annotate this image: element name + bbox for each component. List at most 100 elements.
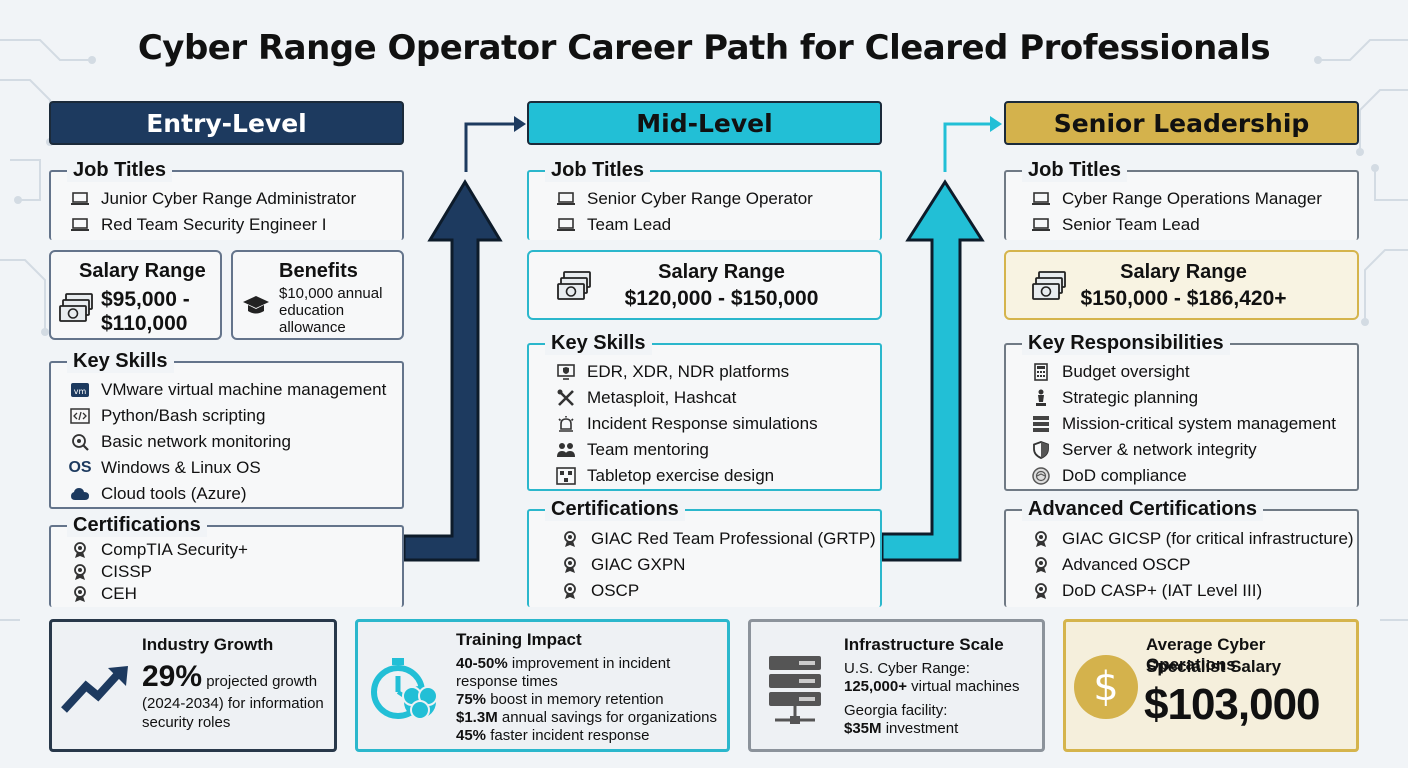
award-icon bbox=[69, 540, 91, 560]
senior-certs-box: Advanced Certifications GIAC GICSP (for … bbox=[1004, 498, 1359, 607]
training-stat-text: improvement in incident bbox=[507, 655, 671, 672]
salary-heading: Salary Range bbox=[1120, 261, 1247, 283]
training-stat-value: $1.3M bbox=[456, 709, 498, 726]
benefits-text-line: allowance bbox=[279, 319, 346, 336]
cert-text: Advanced OSCP bbox=[1062, 555, 1191, 574]
list-item: GIAC GXPN bbox=[559, 552, 876, 578]
list-item: OSCP bbox=[559, 578, 876, 604]
skill-text: Incident Response simulations bbox=[587, 414, 818, 433]
list-item: CISSP bbox=[69, 561, 248, 583]
entry-job-titles-heading: Job Titles bbox=[67, 159, 172, 182]
entry-certs-box: Certifications CompTIA Security+ CISSP C… bbox=[49, 514, 404, 607]
award-icon bbox=[559, 529, 581, 549]
cert-text: OSCP bbox=[591, 581, 640, 600]
training-stat-text: annual savings for organizations bbox=[497, 709, 718, 726]
entry-job-titles-box: Job Titles Junior Cyber Range Administra… bbox=[49, 159, 404, 240]
list-item: Metasploit, Hashcat bbox=[555, 385, 818, 411]
industry-growth-card: Industry Growth 29% projected growth (20… bbox=[49, 619, 337, 752]
list-item: CompTIA Security+ bbox=[69, 539, 248, 561]
list-item: Tabletop exercise design bbox=[555, 463, 818, 489]
shield-icon bbox=[1030, 440, 1052, 460]
server-rack-icon bbox=[765, 652, 825, 737]
salary-value: $120,000 - $150,000 bbox=[624, 287, 819, 310]
training-stat-value: 45% bbox=[456, 727, 487, 744]
entry-benefits-box: Benefits $10,000 annual education allowa… bbox=[231, 250, 404, 340]
benefits-heading: Benefits bbox=[279, 260, 358, 282]
entry-to-mid-arrow bbox=[402, 116, 526, 562]
training-stat-value: 40-50% bbox=[456, 655, 508, 672]
growth-percent: 29% bbox=[142, 660, 203, 693]
senior-job-titles-box: Job Titles Cyber Range Operations Manage… bbox=[1004, 159, 1359, 240]
responsibility-text: Strategic planning bbox=[1062, 388, 1199, 407]
salary-value-line1: $95,000 - bbox=[101, 288, 190, 311]
list-item: EDR, XDR, NDR platforms bbox=[555, 359, 818, 385]
senior-leadership-header: Senior Leadership bbox=[1004, 101, 1359, 145]
calculator-icon bbox=[1030, 362, 1052, 382]
mid-to-senior-arrow bbox=[880, 116, 1002, 562]
list-item: Strategic planning bbox=[1030, 385, 1336, 411]
cash-icon bbox=[555, 270, 593, 309]
svg-text:vm: vm bbox=[74, 387, 87, 396]
infra-text: Georgia facility: bbox=[844, 702, 948, 719]
training-impact-card: Training Impact 40-50% improvement in in… bbox=[355, 619, 730, 752]
list-item: Junior Cyber Range Administrator bbox=[69, 186, 356, 212]
skill-text: EDR, XDR, NDR platforms bbox=[587, 362, 790, 381]
list-item: Basic network monitoring bbox=[69, 429, 386, 455]
list-item: vm VMware virtual machine management bbox=[69, 377, 386, 403]
list-item: Python/Bash scripting bbox=[69, 403, 386, 429]
entry-skills-heading: Key Skills bbox=[67, 350, 174, 373]
cloud-icon bbox=[69, 484, 91, 504]
award-icon bbox=[1030, 555, 1052, 575]
mid-skills-heading: Key Skills bbox=[545, 332, 652, 355]
list-item: Cloud tools (Azure) bbox=[69, 481, 386, 507]
mid-job-titles-box: Job Titles Senior Cyber Range Operator T… bbox=[527, 159, 882, 240]
skill-text: Cloud tools (Azure) bbox=[101, 484, 247, 503]
infrastructure-scale-card: Infrastructure Scale U.S. Cyber Range: 1… bbox=[748, 619, 1045, 752]
skill-text: Team mentoring bbox=[587, 440, 709, 459]
entry-certs-heading: Certifications bbox=[67, 514, 207, 537]
job-title-text: Red Team Security Engineer I bbox=[101, 215, 327, 234]
training-impact-title: Training Impact bbox=[456, 630, 582, 649]
salary-heading: Salary Range bbox=[658, 261, 785, 283]
dollar-symbol: $ bbox=[1093, 664, 1119, 710]
benefits-text-line: $10,000 annual bbox=[279, 285, 383, 302]
list-item: GIAC Red Team Professional (GRTP) bbox=[559, 526, 876, 552]
list-item: Incident Response simulations bbox=[555, 411, 818, 437]
training-stat-text: boost in memory retention bbox=[486, 691, 664, 708]
cert-text: DoD CASP+ (IAT Level III) bbox=[1062, 581, 1263, 600]
mid-skills-box: Key Skills EDR, XDR, NDR platforms Metas… bbox=[527, 332, 882, 491]
graduation-cap-icon bbox=[241, 294, 271, 323]
cert-text: CISSP bbox=[101, 562, 153, 581]
skill-text: VMware virtual machine management bbox=[101, 380, 387, 399]
cert-text: GIAC GXPN bbox=[591, 555, 686, 574]
skill-text: Python/Bash scripting bbox=[101, 406, 266, 425]
alarm-icon bbox=[555, 414, 577, 434]
laptop-icon bbox=[1030, 189, 1052, 209]
cash-icon bbox=[57, 292, 95, 331]
list-item: Team Lead bbox=[555, 212, 813, 238]
job-title-text: Senior Cyber Range Operator bbox=[587, 189, 813, 208]
skill-text: Tabletop exercise design bbox=[587, 466, 775, 485]
tools-icon bbox=[555, 388, 577, 408]
skill-text: Windows & Linux OS bbox=[101, 458, 261, 477]
laptop-icon bbox=[69, 189, 91, 209]
list-item: Budget oversight bbox=[1030, 359, 1336, 385]
mid-salary-box: Salary Range $120,000 - $150,000 bbox=[527, 250, 882, 320]
dollar-coin-icon: $ bbox=[1074, 655, 1138, 719]
training-stat-value: 75% bbox=[456, 691, 487, 708]
award-icon bbox=[69, 562, 91, 582]
job-title-text: Junior Cyber Range Administrator bbox=[101, 189, 357, 208]
cert-text: GIAC GICSP (for critical infrastructure) bbox=[1062, 529, 1354, 548]
senior-certs-heading: Advanced Certifications bbox=[1022, 498, 1263, 521]
vm-icon: vm bbox=[69, 380, 91, 400]
dod-seal-icon bbox=[1030, 466, 1052, 486]
infra-text: investment bbox=[881, 720, 959, 737]
responsibility-text: Server & network integrity bbox=[1062, 440, 1257, 459]
diagram-icon bbox=[555, 466, 577, 486]
code-icon bbox=[69, 406, 91, 426]
infra-text: virtual machines bbox=[906, 678, 1020, 695]
benefits-text-line: education bbox=[279, 302, 345, 319]
list-item: Senior Cyber Range Operator bbox=[555, 186, 813, 212]
growth-text: projected growth bbox=[202, 673, 318, 690]
chess-icon bbox=[1030, 388, 1052, 408]
